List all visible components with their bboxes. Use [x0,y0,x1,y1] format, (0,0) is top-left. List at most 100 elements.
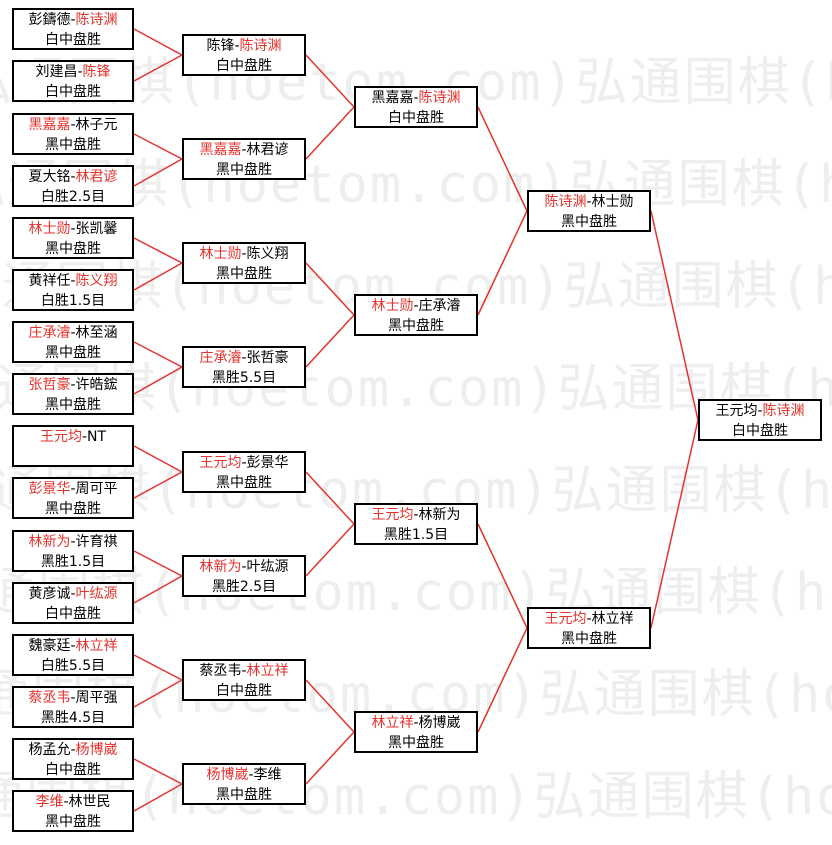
player-black: 庄承濬 [28,325,71,341]
match-players: 王元均-林立祥 [529,609,649,629]
player-black: 黑嘉嘉 [28,117,71,133]
player-black: 王元均 [39,429,82,445]
match-players: 黑嘉嘉-林子元 [14,115,132,135]
player-black: 林新为 [199,559,242,575]
match-players: 蔡丞韦-林立祥 [184,661,304,681]
match-players: 黑嘉嘉-陈诗渊 [356,88,476,108]
match-box: 陈锋-陈诗渊白中盘胜 [182,34,306,76]
player-black: 林士勋 [199,246,242,262]
bracket-connector [133,158,183,187]
bracket-connector [133,679,183,708]
player-separator: - [241,559,247,575]
player-separator: - [70,586,76,602]
player-separator: - [81,429,88,445]
match-result: 白中盘胜 [45,762,101,778]
match-box: 李维-林世民黑中盘胜 [12,790,134,832]
player-separator: - [241,350,247,366]
player-white: 叶纮源 [75,586,118,602]
player-separator: - [70,117,76,133]
player-white: 林士勋 [591,194,634,210]
match-box: 夏大铭-林君谚白胜2.5目 [12,165,134,207]
bracket-connector [650,419,699,629]
bracket-connector [305,471,355,525]
match-players: 黄祥任-陈义翔 [14,271,132,291]
player-white: 林君谚 [75,169,118,185]
match-result: 白胜1.5目 [40,293,106,309]
player-separator: - [234,38,240,54]
match-players: 陈锋-陈诗渊 [184,36,304,56]
player-white: 陈诗渊 [762,403,805,419]
player-white: 林立祥 [246,663,289,679]
bracket-connector [133,366,183,395]
player-black: 李维 [35,794,64,810]
bracket-connector [305,54,355,108]
match-box: 王元均-林新为黑胜1.5目 [354,503,478,545]
match-result: 黑中盘胜 [45,397,101,413]
match-players: 林士勋-陈义翔 [184,244,304,264]
match-players: 杨孟允-杨博崴 [14,740,132,760]
match-players: 王元均-NT [14,427,132,447]
player-white: 陈义翔 [75,273,118,289]
player-white: 张哲豪 [246,350,289,366]
player-separator: - [70,690,76,706]
match-box: 黄彦诚-叶纮源白中盘胜 [12,582,134,624]
player-separator: - [413,715,419,731]
player-black: 林立祥 [371,715,414,731]
player-black: 王元均 [715,403,758,419]
match-result: 白中盘胜 [216,58,272,74]
match-result: 白中盘胜 [732,423,788,439]
player-white: 杨博崴 [75,742,118,758]
match-players: 林士勋-张凯馨 [14,219,132,239]
player-separator: - [413,298,419,314]
player-black: 陈诗渊 [544,194,587,210]
match-box: 黄祥任-陈义翔白胜1.5目 [12,269,134,311]
player-white: 李维 [253,767,282,783]
match-players: 林立祥-杨博崴 [356,713,476,733]
bracket-connector [305,106,355,160]
player-separator: - [586,611,592,627]
player-black: 林士勋 [371,298,414,314]
player-separator: - [586,194,592,210]
player-black: 陈锋 [206,38,235,54]
match-box: 黑嘉嘉-陈诗渊白中盘胜 [354,86,478,128]
match-result [14,447,132,467]
match-result: 黑中盘胜 [45,501,101,517]
player-black: 魏豪廷 [28,638,71,654]
player-white: NT [87,429,107,445]
match-box: 林士勋-张凯馨黑中盘胜 [12,217,134,259]
match-result: 黑中盘胜 [216,787,272,803]
player-separator: - [757,403,763,419]
player-white: 陈锋 [82,64,111,80]
match-players: 王元均-彭景华 [184,453,304,473]
match-box: 林士勋-陈义翔黑中盘胜 [182,242,306,284]
match-box: 蔡丞韦-周平强黑胜4.5目 [12,686,134,728]
match-players: 张哲豪-许皓鋐 [14,375,132,395]
player-black: 林新为 [28,534,71,550]
bracket-connector [305,731,355,785]
match-players: 魏豪廷-林立祥 [14,636,132,656]
match-box: 王元均-彭景华黑中盘胜 [182,451,306,493]
match-box: 林立祥-杨博崴黑中盘胜 [354,711,478,753]
match-players: 林新为-许育祺 [14,532,132,552]
player-black: 杨博崴 [206,767,249,783]
match-result: 白胜5.5目 [40,658,106,674]
player-white: 彭景华 [246,455,289,471]
match-players: 蔡丞韦-周平强 [14,688,132,708]
match-result: 白中盘胜 [216,683,272,699]
match-result: 黑胜5.5目 [211,370,277,386]
player-white: 周可平 [75,481,118,497]
match-box: 蔡丞韦-林立祥白中盘胜 [182,659,306,701]
match-box: 林士勋-庄承濬黑中盘胜 [354,294,478,336]
player-white: 庄承濬 [418,298,461,314]
player-white: 许育祺 [75,534,118,550]
player-separator: - [248,767,254,783]
match-result: 黑中盘胜 [561,214,617,230]
match-result: 黑中盘胜 [45,345,101,361]
bracket-connector [133,341,183,368]
match-box: 王元均-林立祥黑中盘胜 [527,607,651,649]
player-separator: - [70,481,76,497]
match-result: 黑胜1.5目 [40,554,106,570]
player-separator: - [241,455,247,471]
match-box: 陈诗渊-林士勋黑中盘胜 [527,190,651,232]
